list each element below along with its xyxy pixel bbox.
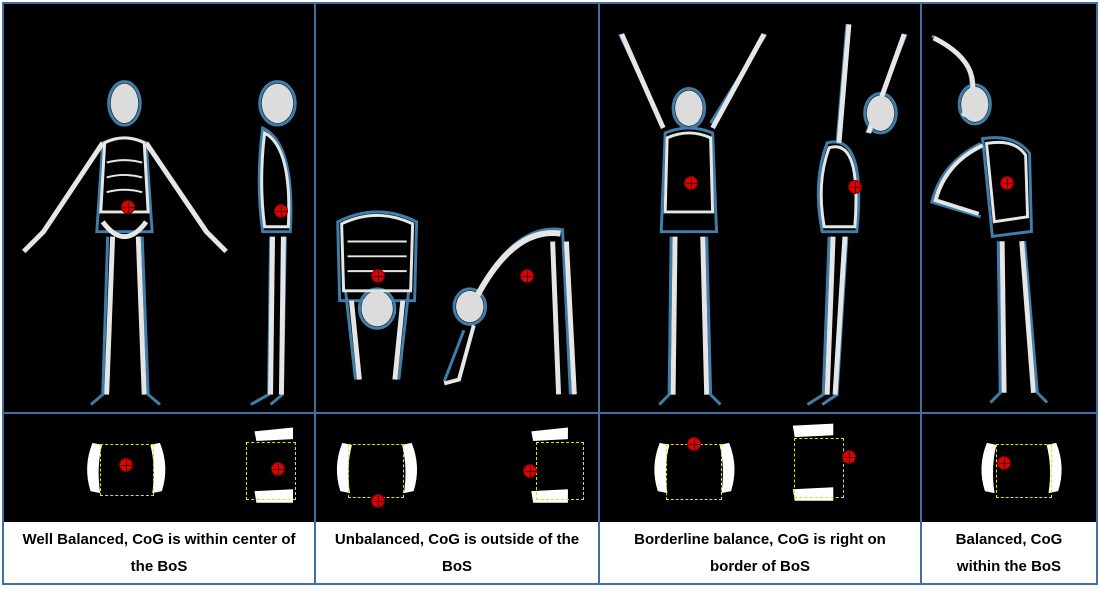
figure-panel-borderline bbox=[598, 2, 922, 414]
footprint-panel-unbalanced bbox=[314, 412, 600, 524]
cog-marker bbox=[842, 450, 856, 464]
figure-panel-unbalanced bbox=[314, 2, 600, 414]
footprint-panel-borderline bbox=[598, 412, 922, 524]
base-of-support-outline bbox=[996, 444, 1052, 498]
cog-marker bbox=[271, 462, 285, 476]
cog-marker bbox=[684, 176, 698, 190]
figure-panel-well-balanced bbox=[2, 2, 316, 414]
base-of-support-outline bbox=[794, 438, 844, 498]
footprints bbox=[981, 442, 1062, 494]
footprints bbox=[654, 423, 834, 501]
skeleton-bending-forward bbox=[336, 210, 577, 395]
caption-unbalanced: Unbalanced, CoG is outside of the BoS bbox=[314, 522, 600, 585]
figure-panel-balanced bbox=[920, 2, 1098, 414]
cog-marker bbox=[1000, 176, 1014, 190]
base-of-support-outline bbox=[536, 442, 584, 500]
cog-marker bbox=[523, 464, 537, 478]
skeleton-front-standing bbox=[21, 80, 297, 406]
cog-marker bbox=[371, 269, 385, 283]
base-of-support-outline bbox=[348, 444, 404, 498]
cog-marker bbox=[121, 200, 135, 214]
caption-borderline: Borderline balance, CoG is right on bord… bbox=[598, 522, 922, 585]
cog-marker bbox=[520, 269, 534, 283]
skeleton-side-bend bbox=[930, 34, 1049, 404]
footprint-panel-well-balanced bbox=[2, 412, 316, 524]
base-of-support-outline bbox=[100, 444, 154, 496]
caption-well-balanced: Well Balanced, CoG is within center of t… bbox=[2, 522, 316, 585]
cog-marker bbox=[848, 180, 862, 194]
footprint-panel-balanced bbox=[920, 412, 1098, 524]
base-of-support-outline bbox=[666, 444, 722, 500]
cog-marker bbox=[997, 456, 1011, 470]
caption-balanced: Balanced, CoG within the BoS bbox=[920, 522, 1098, 585]
skeleton-arms-raised bbox=[618, 24, 908, 406]
cog-marker bbox=[119, 458, 133, 472]
base-of-support-outline bbox=[246, 442, 296, 500]
cog-marker bbox=[274, 204, 288, 218]
cog-marker bbox=[371, 494, 385, 508]
cog-marker bbox=[687, 437, 701, 451]
